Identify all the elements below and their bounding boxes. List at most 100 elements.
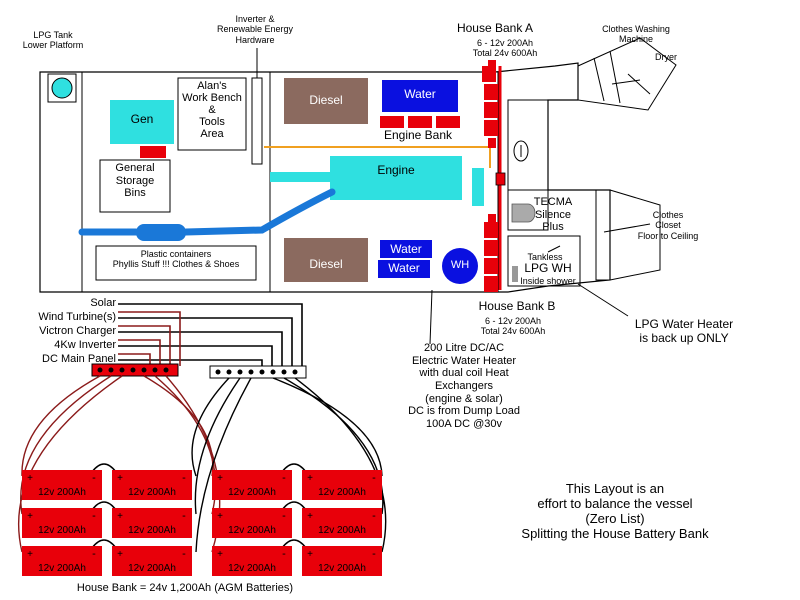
battery-3: +-12v 200Ah [212, 470, 292, 500]
battery-plus-terminal: + [117, 549, 123, 560]
pointer-closet [603, 223, 651, 233]
storage-bins-box [99, 159, 171, 213]
water-pipe [78, 188, 336, 236]
positive-bus-terminals [97, 367, 169, 373]
battery-minus-terminal: - [182, 472, 186, 484]
battery-body [212, 546, 292, 576]
battery-10: +-12v 200Ah [112, 546, 192, 576]
water-bottom-label-1: Water [390, 242, 422, 256]
pointer-wh-note [429, 289, 433, 345]
battery-minus-terminal: - [282, 548, 286, 560]
water-heater-wh [442, 248, 478, 284]
battery-minus-terminal: - [182, 548, 186, 560]
diesel-tank-bottom [284, 238, 368, 282]
house-bank-b [484, 214, 498, 292]
engine-battery-3 [436, 116, 460, 128]
inside-shower-label: Inside shower [520, 276, 576, 286]
battery-body [112, 470, 192, 500]
battery-minus-terminal: - [92, 548, 96, 560]
battery-label: 12v 200Ah [318, 525, 366, 536]
black-bank-cables [191, 377, 387, 553]
engine-intake [270, 172, 332, 182]
battery-label: 12v 200Ah [228, 563, 276, 574]
battery-body [212, 470, 292, 500]
battery-body [302, 508, 382, 538]
battery-links [91, 463, 307, 549]
engine-label: Engine [377, 163, 415, 177]
battery-label: 12v 200Ah [228, 487, 276, 498]
toilet-icon [513, 140, 529, 162]
diesel-top-label: Diesel [309, 93, 343, 107]
red-cables-sources [118, 311, 181, 366]
source-inverter: 4Kw Inverter [54, 339, 116, 351]
pointer-lpg-backup [577, 283, 629, 317]
battery-array: +-12v 200Ah+-12v 200Ah+-12v 200Ah+-12v 2… [22, 470, 382, 576]
source-wind: Wind Turbine(s) [38, 311, 116, 323]
lpg-wh-label: LPG WH [524, 261, 572, 275]
battery-minus-terminal: - [372, 510, 376, 522]
negative-bus-bar [209, 365, 307, 379]
battery-label: 12v 200Ah [38, 487, 86, 498]
battery-6: +-12v 200Ah [112, 508, 192, 538]
house-bank-total-label: House Bank = 24v 1,200Ah (AGM Batteries) [76, 582, 294, 594]
closet-outline [609, 189, 661, 281]
battery-9: +-12v 200Ah [22, 546, 102, 576]
house-bank-a [482, 60, 498, 148]
workbench-box [177, 77, 247, 151]
washer-dryer-chute [577, 37, 677, 111]
tecma-label: TECMA Silence Plus [533, 196, 573, 234]
bank-link-fuse [495, 172, 506, 186]
engine-battery-2 [408, 116, 432, 128]
plastic-containers-box [95, 245, 257, 281]
battery-minus-terminal: - [372, 548, 376, 560]
house-bank-b-title: House Bank B [478, 299, 556, 313]
battery-label: 12v 200Ah [318, 487, 366, 498]
battery-label: 12v 200Ah [38, 525, 86, 536]
dryer-label: Dryer [655, 52, 677, 62]
clothes-washing-label: Clothes Washing Machine [602, 24, 670, 45]
water-heater-note: 200 Litre DC/AC Electric Water Heater wi… [408, 342, 520, 430]
tankless-label: Tankless [527, 252, 563, 262]
battery-5: + -12v 200Ah [22, 508, 102, 538]
general-storage-label: General Storage Bins [115, 162, 155, 200]
lpg-backup-label: LPG Water Heater is back up ONLY [634, 317, 734, 345]
source-dc-panel: DC Main Panel [42, 353, 116, 365]
engine-bank-label: Engine Bank [383, 128, 453, 142]
battery-minus-terminal: - [372, 472, 376, 484]
battery-2: +-12v 200Ah [112, 470, 192, 500]
water-pipe-tank [136, 224, 186, 241]
generator-battery [140, 146, 166, 158]
engine-battery-1 [380, 116, 404, 128]
diesel-bottom-label: Diesel [309, 257, 343, 271]
battery-plus-terminal: + [27, 511, 33, 522]
water-tank-bottom-1 [380, 240, 432, 258]
battery-body [22, 546, 102, 576]
battery-7: +-12v 200Ah [212, 508, 292, 538]
lpg-tank-icon [51, 77, 73, 99]
source-victron: Victron Charger [39, 325, 116, 337]
battery-12: +-12v 200Ah [302, 546, 382, 576]
closet-box [595, 189, 611, 281]
inverter-hw-box [251, 77, 263, 165]
battery-plus-terminal: + [117, 473, 123, 484]
battery-body [22, 470, 102, 500]
battery-plus-terminal: + [307, 549, 313, 560]
battery-plus-terminal: + [27, 473, 33, 484]
battery-plus-terminal: + [117, 511, 123, 522]
battery-body [302, 546, 382, 576]
battery-plus-terminal: + [27, 549, 33, 560]
battery-body [22, 508, 102, 538]
battery-minus-terminal: - [92, 510, 96, 522]
water-tank-bottom-2 [378, 260, 430, 278]
battery-minus-terminal: - [92, 472, 96, 484]
negative-bus-terminals [215, 369, 298, 375]
shower-enclosure [507, 99, 549, 191]
source-solar: Solar [90, 297, 116, 309]
battery-body [112, 546, 192, 576]
battery-body [212, 508, 292, 538]
clothes-closet-label: Clothes Closet Floor to Ceiling [637, 210, 699, 241]
battery-8: +-12v 200Ah [302, 508, 382, 538]
engine [330, 156, 462, 200]
battery-body [302, 470, 382, 500]
